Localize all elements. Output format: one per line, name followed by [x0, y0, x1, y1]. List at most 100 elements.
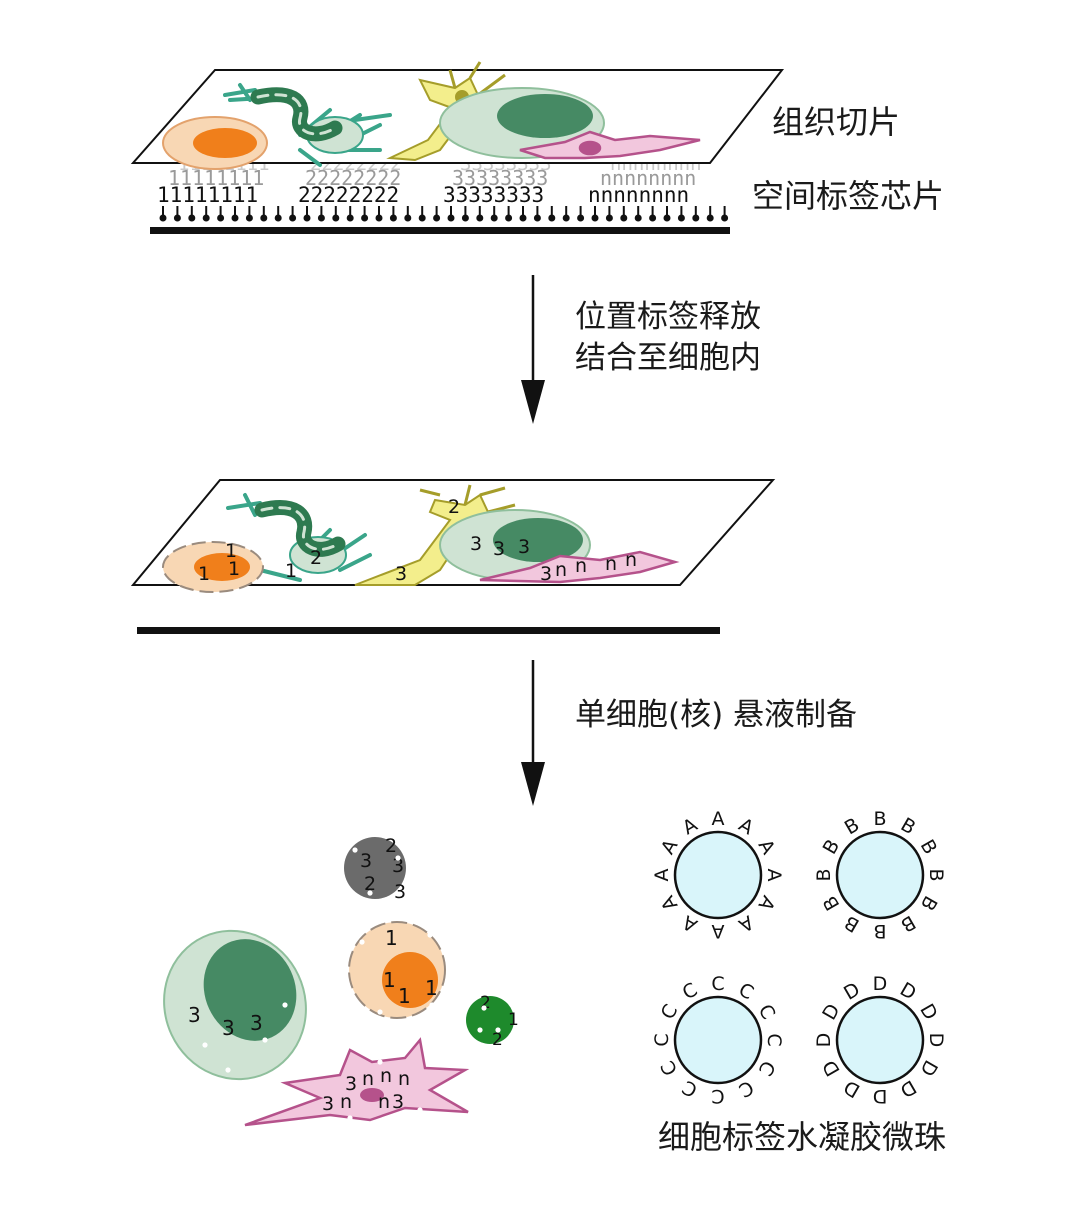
gray-tag-d: 2: [364, 873, 376, 895]
probe-dot: [519, 214, 527, 222]
probe-dot: [677, 214, 685, 222]
bead-tag-letter: A: [651, 869, 673, 882]
top-panel: 11111111 22222222 33333333 nnnnnnnn 1111…: [130, 61, 944, 234]
tag-green-b: 3: [493, 538, 505, 560]
chip-probes: [159, 206, 729, 222]
gray-tag-b: 3: [360, 850, 372, 872]
membrane-dot: [262, 1037, 268, 1043]
bead-tag-letter: C: [763, 1033, 785, 1046]
pink-fibroblast: [519, 130, 701, 160]
probe-dot: [533, 214, 541, 222]
middle-panel: 1 1 1 2 1 3 2 3 3 3 3 n n n n: [130, 479, 776, 634]
bead-tag-letter: A: [657, 836, 683, 858]
bead-tag-letter: C: [711, 1085, 724, 1107]
front-barcode-2: 22222222: [298, 183, 399, 207]
probe-dot: [418, 214, 426, 222]
sg-tag-c: 2: [492, 1030, 503, 1050]
tag-pink-e: n: [625, 549, 637, 571]
pk3-tag-h: 3: [392, 1091, 404, 1113]
bead-tag-letter: A: [679, 814, 701, 840]
probe-dot: [562, 214, 570, 222]
probe-dot: [202, 214, 210, 222]
tag-green-a: 3: [470, 533, 482, 555]
probe-dot: [634, 214, 642, 222]
membrane-dot: [282, 1002, 288, 1008]
probe-dot: [649, 214, 657, 222]
barcode-front-row: 11111111 22222222 33333333 nnnnnnnn: [157, 183, 689, 207]
step1-label-line2: 结合至细胞内: [575, 340, 761, 376]
bead-tag-letter: A: [679, 911, 701, 937]
membrane-dot: [417, 1107, 423, 1113]
membrane-dot: [429, 1002, 435, 1008]
bead-tag-letter: C: [679, 1076, 702, 1102]
probe-dot: [721, 214, 729, 222]
probe-dot: [490, 214, 498, 222]
tissue-section-label: 组织切片: [772, 103, 900, 141]
arrow-2: [521, 660, 545, 806]
bead-tag-letter: A: [657, 892, 683, 914]
pk3-tag-f: n: [340, 1091, 352, 1113]
probe-dot: [461, 214, 469, 222]
beads-label: 细胞标签水凝胶微珠: [658, 1118, 946, 1156]
bead-tag-letter: B: [897, 814, 919, 840]
go3-tag-c: 3: [250, 1011, 263, 1035]
bead-tag-letter: B: [819, 892, 845, 914]
bead-tag-letter: A: [763, 869, 785, 882]
bead-b: [835, 830, 925, 920]
bead-tag-letter: B: [916, 836, 942, 858]
membrane-dot: [495, 1027, 501, 1033]
probe-dot: [375, 214, 383, 222]
bead-tag-letter: D: [813, 1033, 835, 1048]
probe-dot: [389, 214, 397, 222]
membrane-dot: [367, 890, 373, 896]
chip-base-2: [137, 627, 720, 634]
front-barcode-1: 11111111: [157, 183, 258, 207]
probe-dot: [303, 214, 311, 222]
membrane-dot: [347, 1115, 353, 1121]
bead-tag-letter: B: [841, 911, 863, 937]
orange-cell-3: 1 1 1 1: [348, 921, 446, 1019]
bead-tag-letter: C: [735, 1076, 758, 1102]
probe-dot: [505, 214, 513, 222]
tag-teal-b: 1: [285, 560, 297, 582]
gray-tag-c: 3: [392, 855, 404, 877]
orange3-tag-c: 1: [398, 984, 411, 1008]
green-oval-cell-3: 3 3 3: [163, 929, 307, 1081]
probe-dot: [245, 214, 253, 222]
pink-fibroblast-3: 3 n n n 3 n n 3: [244, 1037, 470, 1127]
tag-neuron-b: 2: [448, 496, 460, 518]
membrane-dot: [477, 1027, 483, 1033]
bead-tag-letter: C: [651, 1033, 673, 1046]
probe-dot: [447, 214, 455, 222]
mid-barcode-1: 11111111: [168, 166, 264, 190]
bead-tag-letter: C: [711, 973, 724, 995]
bead-tag-letter: C: [735, 979, 758, 1005]
probe-dot: [433, 214, 441, 222]
gray-cell: 2 3 3 2 3: [344, 835, 406, 903]
orange3-tag-b: 1: [383, 968, 396, 992]
bead-tag-letter: C: [754, 1001, 780, 1024]
step2-label: 单细胞(核) 悬液制备: [575, 697, 857, 733]
probe-dot: [692, 214, 700, 222]
probe-dot: [620, 214, 628, 222]
bead-tag-letter: D: [873, 1085, 888, 1107]
bead-tag-letter: B: [841, 814, 863, 840]
front-barcode-3: 33333333: [443, 183, 544, 207]
chip-base: [150, 227, 730, 234]
pink-fibroblast-2: [479, 550, 680, 584]
probe-dot: [188, 214, 196, 222]
tag-orange-b: 1: [225, 540, 237, 562]
tag-pink-c: n: [575, 555, 587, 577]
probe-dot: [706, 214, 714, 222]
bead-tag-letter: B: [925, 868, 947, 881]
bead-tag-letter: D: [873, 973, 888, 995]
membrane-dot: [427, 932, 433, 938]
probe-dot: [548, 214, 556, 222]
arrow-1: [521, 275, 545, 424]
bead-tag-letter: C: [754, 1057, 780, 1080]
tag-pink-a: 3: [540, 563, 552, 585]
probe-dot: [332, 214, 340, 222]
sg-tag-b: 1: [508, 1010, 519, 1030]
green-oval-cell: [439, 87, 605, 159]
